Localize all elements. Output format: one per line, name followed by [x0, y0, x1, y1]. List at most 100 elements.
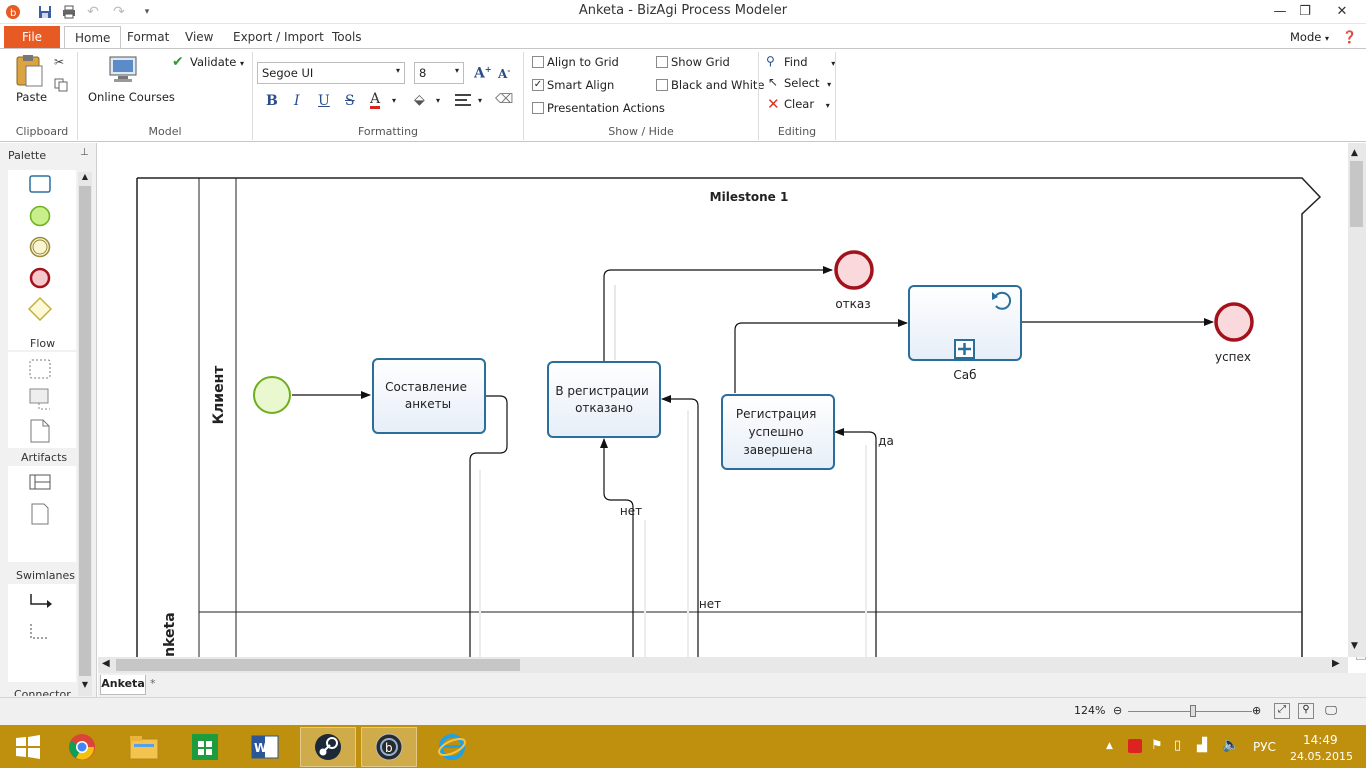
validate-button[interactable]: Validate ▾ [190, 55, 245, 69]
minimize-button[interactable]: — [1273, 3, 1287, 19]
new-tab-button[interactable]: * [150, 677, 156, 690]
palette-task-icon[interactable] [29, 175, 51, 196]
zoom-in-button[interactable]: ⊕ [1252, 704, 1262, 717]
palette-scrollbar[interactable]: ▲ ▼ [78, 172, 92, 696]
online-courses-button[interactable]: Online Courses [88, 90, 175, 104]
palette-start-event-icon[interactable] [29, 205, 51, 230]
expand-subprocess-icon[interactable] [954, 339, 975, 359]
palette-data-object-icon[interactable] [30, 419, 50, 446]
quick-access-menu-icon[interactable]: ▾ [144, 7, 150, 17]
tray-time[interactable]: 14:49 [1303, 733, 1338, 747]
flow-fill-to-gateway[interactable] [469, 395, 508, 657]
paste-icon[interactable] [14, 54, 44, 91]
underline-button[interactable]: U [318, 93, 330, 109]
palette-intermediate-event-icon[interactable] [29, 236, 51, 261]
grow-font-icon[interactable]: A+ [474, 64, 492, 82]
flow-rejected-to-end[interactable] [603, 266, 833, 361]
palette-subprocess-icon[interactable] [29, 359, 51, 382]
tray-antivirus-icon[interactable] [1128, 739, 1142, 753]
clear-format-icon[interactable]: ⌫ [495, 92, 514, 107]
fill-color-icon[interactable]: ⬙ [414, 92, 425, 108]
palette-end-event-icon[interactable] [29, 267, 51, 292]
presentation-actions-checkbox[interactable] [532, 102, 544, 114]
smart-align-checkbox[interactable]: ✓ [532, 79, 544, 91]
taskbar-word-icon[interactable]: W [237, 727, 293, 767]
undo-icon[interactable]: ↶ [87, 4, 99, 20]
app-logo-icon[interactable]: b [4, 3, 22, 21]
palette-group-icon[interactable] [29, 388, 51, 413]
tab-tools[interactable]: Tools [332, 30, 362, 44]
paste-button[interactable]: Paste [16, 90, 48, 104]
tab-anketa[interactable]: Anketa [100, 675, 146, 695]
tray-device-icon[interactable]: ▯ [1174, 738, 1182, 753]
diagram-canvas[interactable]: Milestone 1 Клиент Anketa Составление ан… [98, 143, 1348, 657]
start-button[interactable] [0, 727, 56, 767]
black-and-white-checkbox[interactable] [656, 79, 668, 91]
tab-view[interactable]: View [185, 30, 214, 44]
align-dropdown-icon[interactable]: ▾ [478, 96, 483, 105]
zoom-slider-thumb[interactable] [1190, 705, 1196, 717]
tray-language[interactable]: РУС [1253, 740, 1276, 754]
palette-gateway-icon[interactable] [27, 296, 53, 324]
strikethrough-button[interactable]: S [345, 93, 355, 109]
subprocess-sab[interactable] [908, 285, 1022, 361]
zoom-out-button[interactable]: ⊖ [1113, 704, 1123, 717]
taskbar-explorer-icon[interactable] [116, 727, 172, 767]
flow-no-to-rejected[interactable] [600, 438, 634, 657]
fill-color-dropdown-icon[interactable]: ▾ [436, 96, 441, 105]
task-registration-rejected[interactable] [547, 361, 661, 438]
tray-flag-icon[interactable]: ⚑ [1151, 738, 1163, 753]
flow-yes-to-success[interactable] [834, 428, 877, 657]
shrink-font-icon[interactable]: A- [498, 66, 511, 81]
save-icon[interactable] [36, 3, 54, 21]
flow-success-to-sub[interactable] [734, 319, 908, 393]
tray-network-icon[interactable]: ▟ [1197, 738, 1207, 753]
flow-no2-to-rejected[interactable] [661, 395, 699, 657]
taskbar-chrome-icon[interactable] [54, 727, 110, 767]
start-event[interactable] [253, 376, 291, 414]
bold-button[interactable]: B [266, 93, 278, 109]
font-family-select[interactable]: Segoe UI ▾ [257, 62, 405, 84]
mode-button[interactable]: Mode ▾ [1290, 30, 1330, 44]
palette-pool-icon[interactable] [29, 474, 51, 493]
maximize-button[interactable]: ❐ [1299, 3, 1311, 19]
palette-sequence-flow-icon[interactable] [29, 592, 53, 615]
redo-icon[interactable]: ↷ [113, 4, 125, 20]
canvas-vertical-scrollbar[interactable]: ▲ ▼ [1348, 143, 1366, 657]
taskbar-steam-icon[interactable] [300, 727, 356, 767]
tray-volume-icon[interactable]: 🔈 [1222, 737, 1240, 753]
tab-export-import[interactable]: Export / Import [233, 30, 324, 44]
tab-file[interactable]: File [4, 26, 60, 48]
font-color-button[interactable]: A [370, 91, 381, 109]
print-icon[interactable] [60, 3, 78, 21]
taskbar-bizagi-icon[interactable]: b [361, 727, 417, 767]
font-color-dropdown-icon[interactable]: ▾ [392, 96, 397, 105]
taskbar-ie-icon[interactable] [424, 727, 480, 767]
font-size-select[interactable]: 8 ▾ [414, 62, 464, 84]
copy-icon[interactable] [54, 78, 68, 95]
cut-icon[interactable]: ✂ [54, 55, 65, 69]
end-event-success[interactable] [1214, 302, 1254, 342]
align-to-grid-checkbox[interactable] [532, 56, 544, 68]
tab-format[interactable]: Format [127, 30, 170, 44]
end-event-reject[interactable] [834, 250, 874, 290]
tab-home[interactable]: Home [64, 26, 122, 49]
zoom-window-icon[interactable]: ⚲ [1298, 703, 1314, 719]
pin-icon[interactable]: ⊥ [80, 147, 89, 158]
palette-annotation-icon[interactable] [31, 503, 49, 528]
task-fill-form[interactable] [372, 358, 486, 434]
find-button[interactable]: Find ▾ [784, 55, 836, 69]
help-icon[interactable]: ❓ [1342, 30, 1357, 44]
canvas-horizontal-scrollbar[interactable]: ◀ ▶ [98, 657, 1348, 673]
taskbar-store-icon[interactable] [177, 727, 233, 767]
select-button[interactable]: Select ▾ [784, 76, 832, 90]
online-courses-icon[interactable] [108, 54, 140, 89]
tray-date[interactable]: 24.05.2015 [1290, 750, 1353, 763]
presentation-icon[interactable]: 🖵 [1325, 703, 1337, 717]
fit-page-icon[interactable]: ⤢ [1274, 703, 1290, 719]
tray-expand-icon[interactable]: ▲ [1106, 741, 1113, 751]
align-text-icon[interactable] [455, 94, 471, 109]
task-registration-success[interactable] [721, 394, 835, 470]
show-grid-checkbox[interactable] [656, 56, 668, 68]
close-button[interactable]: ✕ [1336, 3, 1348, 19]
